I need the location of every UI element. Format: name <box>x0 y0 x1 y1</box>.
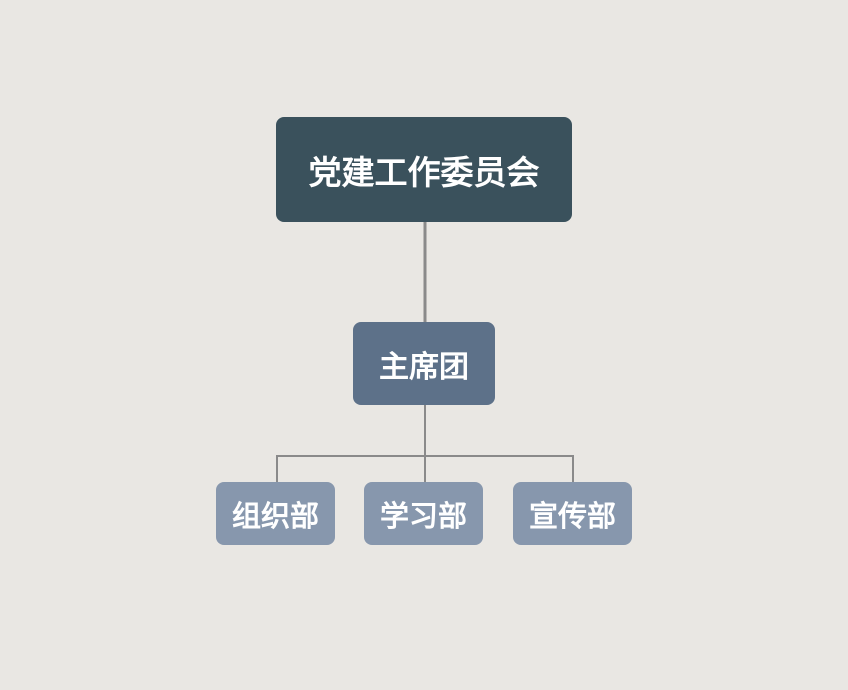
org-node-department-1[interactable]: 组织部 <box>216 482 335 545</box>
org-node-presidium-label: 主席团 <box>379 349 469 385</box>
org-node-department-1-label: 组织部 <box>231 498 319 533</box>
org-node-department-3-label: 宣传部 <box>528 498 616 533</box>
org-node-department-3[interactable]: 宣传部 <box>513 482 632 545</box>
org-node-department-2[interactable]: 学习部 <box>364 482 483 545</box>
org-node-root[interactable]: 党建工作委员会 <box>276 117 572 222</box>
org-node-presidium[interactable]: 主席团 <box>353 322 495 405</box>
org-node-department-2-label: 学习部 <box>379 498 467 533</box>
org-node-root-label: 党建工作委员会 <box>308 152 540 192</box>
